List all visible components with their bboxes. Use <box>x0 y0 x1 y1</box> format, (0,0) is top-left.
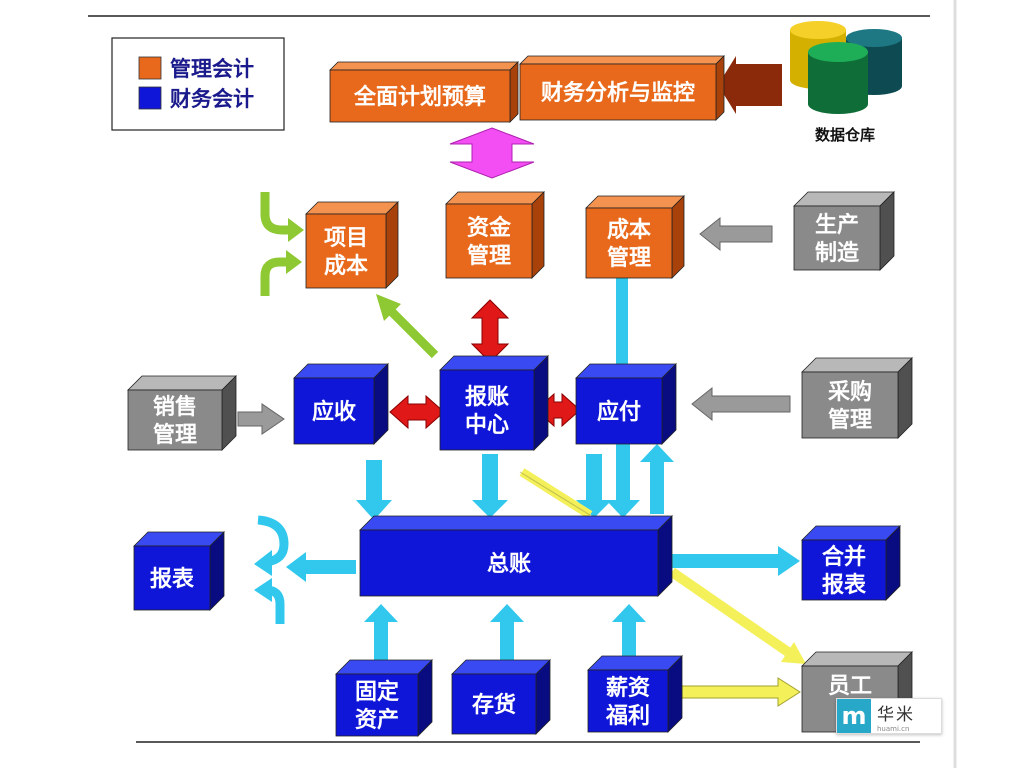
node-label-payable: 应付 <box>597 399 641 425</box>
node-payable: 应付 <box>575 363 677 445</box>
report-curl-arrows <box>254 515 289 624</box>
payable-to-ledger-arrow-1 <box>576 454 612 518</box>
legend-swatch-finance <box>138 86 162 110</box>
node-label-fixed-assets: 资产 <box>355 708 399 733</box>
node-label-general-ledger: 总账 <box>487 551 531 577</box>
node-label-employee: 员工 <box>828 674 872 699</box>
production-to-cost-arrow <box>699 216 773 252</box>
payroll-to-employee-arrow <box>681 677 801 707</box>
legend-swatch-management <box>138 56 162 80</box>
legend-label-finance: 财务会计 <box>170 87 254 111</box>
ledger-to-report-arrow <box>286 552 356 582</box>
cost-mgmt-feed-line <box>616 278 628 370</box>
receivable-expense-double-arrow <box>389 394 445 430</box>
node-label-expense-center: 中心 <box>465 413 509 438</box>
ledger-to-payable-arrow <box>640 444 674 514</box>
node-label-consolidated: 报表 <box>822 573 867 598</box>
node-label-sales: 销售 <box>153 394 197 420</box>
node-label-budget: 全面计划预算 <box>353 84 486 110</box>
node-label-sales: 管理 <box>153 422 197 448</box>
cost-to-ledger-arrow <box>606 444 640 518</box>
sales-to-receivable-arrow <box>237 403 285 435</box>
node-label-report: 报表 <box>150 567 195 592</box>
payroll-to-ledger-arrow <box>612 604 646 660</box>
node-label-analysis: 财务分析与监控 <box>541 80 695 106</box>
data-warehouse-icon <box>790 21 902 114</box>
purchase-to-payable-arrow <box>691 386 791 422</box>
node-label-inventory: 存货 <box>472 692 516 718</box>
node-label-production: 生产 <box>815 213 859 238</box>
node-label-fund-mgmt: 管理 <box>467 243 511 269</box>
nodes-layer: 全面计划预算财务分析与监控项目成本资金管理成本管理生产制造销售管理应收报账中心应… <box>127 55 913 737</box>
assets-to-ledger-arrow <box>364 604 398 664</box>
budget-fund-double-arrow <box>449 127 535 179</box>
ledger-to-employee-yellow-arrows <box>519 468 806 664</box>
node-general-ledger: 总账 <box>359 515 673 597</box>
receivable-to-ledger-arrow <box>356 460 392 520</box>
huami-logo-icon: m <box>837 699 871 733</box>
ledger-to-consolidated-arrow <box>672 546 800 576</box>
node-label-project-cost: 项目 <box>324 226 368 251</box>
node-label-receivable: 应收 <box>312 399 356 425</box>
data-warehouse-label: 数据仓库 <box>815 126 875 144</box>
huami-logo-text: 华米 <box>877 704 915 725</box>
project-cost-curl-arrows <box>260 192 304 296</box>
node-inventory: 存货 <box>451 659 551 735</box>
node-label-fund-mgmt: 资金 <box>467 215 512 241</box>
node-label-purchase: 管理 <box>828 407 872 433</box>
node-label-project-cost: 成本 <box>324 254 368 279</box>
inventory-to-ledger-arrow <box>490 604 524 660</box>
node-receivable: 应收 <box>293 363 389 445</box>
legend: 管理会计 财务会计 <box>111 37 285 131</box>
warehouse-to-analysis-arrow <box>718 56 782 114</box>
node-report: 报表 <box>133 531 225 611</box>
node-label-payroll: 薪资 <box>606 675 650 701</box>
node-label-consolidated: 合并 <box>822 544 866 570</box>
node-label-production: 制造 <box>815 241 859 266</box>
huami-logo-sub: huami.cn <box>877 724 910 733</box>
fund-expense-double-arrow <box>470 299 510 363</box>
huami-watermark: m 华米 huami.cn <box>836 698 942 734</box>
node-analysis: 财务分析与监控 <box>519 55 725 121</box>
node-budget: 全面计划预算 <box>329 61 519 123</box>
node-label-expense-center: 报账 <box>465 385 509 410</box>
node-label-purchase: 采购 <box>828 379 872 405</box>
node-label-payroll: 福利 <box>605 704 650 729</box>
node-label-fixed-assets: 固定 <box>355 679 399 705</box>
node-label-cost-mgmt: 成本 <box>607 218 651 243</box>
expense-to-ledger-arrow <box>472 454 508 518</box>
expense-to-project-arrow <box>376 294 439 359</box>
legend-label-management: 管理会计 <box>170 57 254 81</box>
node-label-cost-mgmt: 管理 <box>607 245 651 271</box>
